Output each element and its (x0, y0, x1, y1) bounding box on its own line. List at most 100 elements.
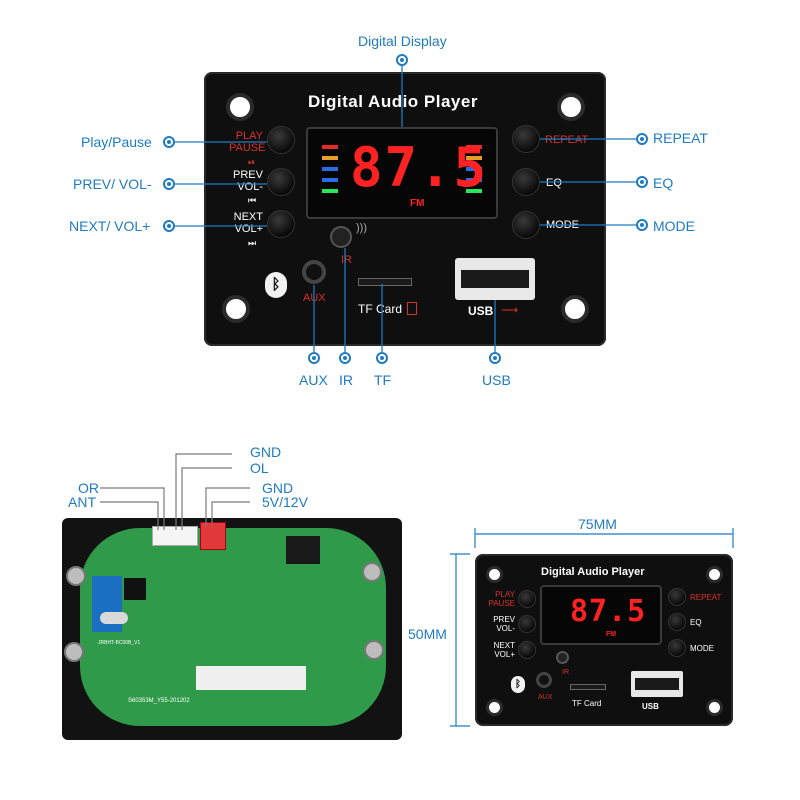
crystal (100, 612, 128, 624)
callout-digital-display: Digital Display (358, 33, 447, 49)
small-play-button[interactable] (518, 590, 536, 608)
callout-dot-repeat (636, 133, 648, 145)
small-eq-label: EQ (690, 618, 702, 627)
small-usb-inner (635, 678, 679, 690)
callout-dot-prev (163, 178, 175, 190)
callout-play-pause: Play/Pause (81, 134, 152, 150)
callout-dot-next (163, 220, 175, 232)
callout-ir: IR (339, 372, 353, 388)
small-hole-br (706, 699, 723, 716)
ir-sensor (330, 226, 352, 248)
pcb-board-text: S60353M_Y55-201202 (128, 698, 190, 704)
prev-icon: ⏮ (248, 195, 257, 205)
callout-repeat: REPEAT (653, 130, 708, 146)
callout-aux: AUX (299, 372, 328, 388)
mount-hole-bl (222, 295, 250, 323)
callout-dot-ir (339, 352, 351, 364)
callout-lines-top (175, 60, 636, 352)
dimension-lines (450, 528, 734, 727)
red-connector (200, 522, 226, 550)
prev-vol-button[interactable] (267, 168, 295, 196)
mount-hole-tl (226, 93, 254, 121)
pin-gnd-1: GND (250, 444, 282, 460)
small-repeat-button[interactable] (668, 588, 686, 606)
white-connector (152, 526, 198, 546)
pcb-screw-tl (66, 566, 86, 586)
small-hole-tr (706, 566, 723, 583)
mode-button[interactable] (512, 211, 540, 239)
eq-button[interactable] (512, 168, 540, 196)
pin-ol: OL (250, 460, 269, 476)
callout-dot-display (396, 54, 408, 66)
small-eq-button[interactable] (668, 613, 686, 631)
small-tf-slot[interactable] (570, 684, 606, 690)
mount-hole-tr (557, 93, 585, 121)
small-tf-label: TF Card (572, 699, 602, 708)
fm-label: FM (410, 198, 425, 209)
play-pause-icon: ⏯ (248, 157, 256, 167)
chip-main (124, 578, 146, 600)
pin-ant: ANT (68, 494, 96, 510)
repeat-label: REPEAT (545, 134, 589, 146)
small-aux-label: AUX (538, 694, 553, 701)
pin-or: OR (78, 480, 99, 496)
aux-jack[interactable] (302, 260, 326, 284)
digital-display (306, 127, 498, 219)
callout-usb: USB (482, 372, 511, 388)
callout-tf: TF (374, 372, 392, 388)
ir-label: IR (341, 254, 352, 266)
callout-mode: MODE (653, 218, 695, 234)
small-next-button[interactable] (518, 641, 536, 659)
dimension-width: 75MM (578, 516, 617, 532)
display-bars-left (322, 145, 338, 209)
callout-next-vol: NEXT/ VOL+ (69, 218, 151, 234)
small-mode-label: MODE (690, 644, 714, 653)
usb-icon: ⟶ (501, 303, 519, 317)
callout-eq: EQ (653, 175, 674, 191)
small-mode-button[interactable] (668, 639, 686, 657)
next-vol-button[interactable] (267, 210, 295, 238)
callout-dot-mode (636, 219, 648, 231)
tf-card-label: TF Card (358, 302, 403, 316)
tf-card-slot[interactable] (358, 278, 412, 286)
display-value: 87.5 (350, 136, 489, 199)
pin-gnd-2: GND (262, 480, 294, 496)
callout-prev-vol: PREV/ VOL- (73, 176, 152, 192)
small-display (540, 585, 662, 645)
small-hole-bl (486, 699, 503, 716)
pin-5v-12v: 5V/12V (262, 494, 308, 510)
callout-dot-play (163, 136, 175, 148)
bluetooth-icon: ᛒ (265, 272, 287, 298)
repeat-button[interactable] (512, 125, 540, 153)
callout-dot-eq (636, 176, 648, 188)
callout-dot-tf (376, 352, 388, 364)
small-aux-jack[interactable] (536, 672, 552, 688)
sd-card-icon (407, 302, 417, 315)
eq-label: EQ (546, 177, 562, 189)
pcb-screw-br (364, 640, 384, 660)
small-bluetooth-icon: ᛒ (511, 676, 525, 693)
regulator-chip (286, 536, 320, 564)
small-fm-label: FM (606, 631, 617, 638)
pcb-screw-bl (64, 642, 84, 662)
next-icon: ⏭ (248, 238, 257, 248)
small-ir-sensor (556, 651, 569, 664)
panel-title: Digital Audio Player (308, 92, 478, 111)
pcb-board (80, 528, 386, 726)
display-bars-right (466, 145, 482, 209)
small-panel-title: Digital Audio Player (541, 566, 645, 578)
small-ir-label: IR (562, 669, 569, 676)
small-repeat-label: REPEAT (690, 593, 722, 602)
pcb-module-text: JRBHT-BC06B_V1 (98, 640, 141, 646)
play-pause-button[interactable] (267, 126, 295, 154)
callout-dot-usb (489, 352, 501, 364)
small-hole-tl (486, 566, 503, 583)
usb-label: USB (468, 304, 494, 318)
mount-hole-br (561, 295, 589, 323)
pcb-screw-tr (362, 562, 382, 582)
small-prev-button[interactable] (518, 615, 536, 633)
